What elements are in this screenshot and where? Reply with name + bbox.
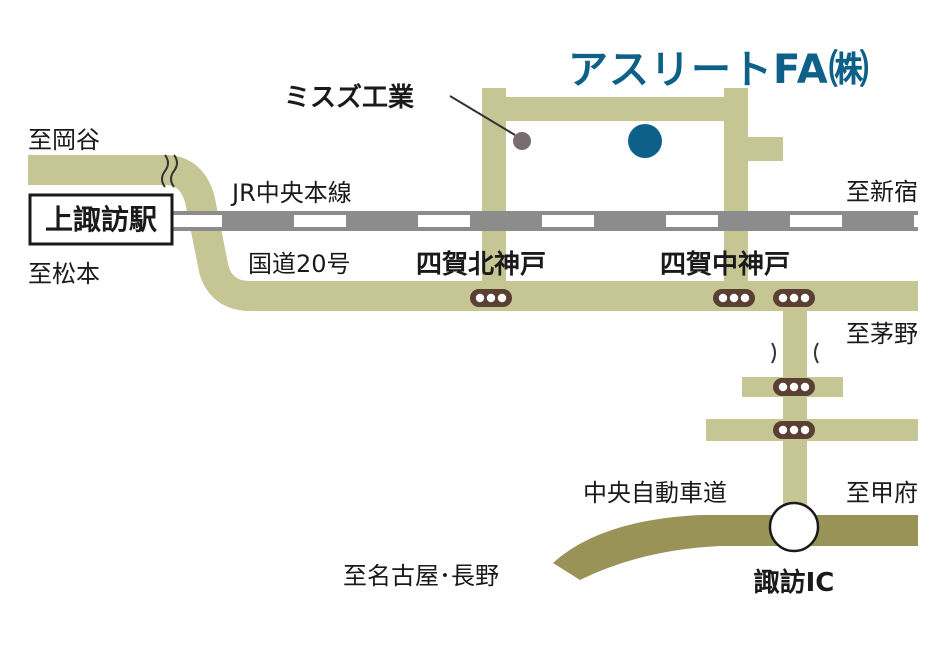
traffic-signal-icon xyxy=(773,378,815,396)
rail-dash xyxy=(666,215,718,227)
label-yoga-kitagoudo: 四賀北神戸 xyxy=(416,250,546,280)
road-south xyxy=(783,296,807,526)
traffic-signal-icon xyxy=(773,421,815,439)
road-stub xyxy=(745,137,783,161)
road-vertical-right xyxy=(724,88,748,298)
road-okaya-route20 xyxy=(28,155,918,311)
jr-rail-line xyxy=(168,211,918,231)
mizusu-leader-line xyxy=(449,95,516,136)
traffic-signal-icon xyxy=(470,289,512,307)
label-to-okaya: 至岡谷 xyxy=(28,126,100,154)
label-to-nagoya-nagano: 至名古屋･長野 xyxy=(343,562,499,590)
rail-dash xyxy=(542,215,594,227)
rail-dash xyxy=(170,215,222,227)
label-to-kofu: 至甲府 xyxy=(846,479,918,507)
label-to-chino: 至茅野 xyxy=(846,320,918,348)
label-route20: 国道20号 xyxy=(248,250,351,278)
label-jr-line: JR中央本線 xyxy=(230,179,352,207)
traffic-signals xyxy=(470,289,815,439)
expressway-chuo xyxy=(553,515,918,580)
station-label: 上諏訪駅 xyxy=(45,203,157,236)
label-expressway: 中央自動車道 xyxy=(583,479,727,507)
rail-dash xyxy=(294,215,346,227)
road-break-icon xyxy=(771,342,819,364)
road-top xyxy=(482,97,748,121)
label-to-shinjuku: 至新宿 xyxy=(846,178,918,206)
interchange-circle-icon xyxy=(768,501,820,553)
label-suwa-ic: 諏訪IC xyxy=(754,567,835,598)
road-break-icon xyxy=(161,154,178,188)
station-box: 上諏訪駅 xyxy=(28,193,174,246)
label-mizusu: ミスズ工業 xyxy=(284,82,414,113)
local-roads xyxy=(28,88,918,526)
company-title: アスリートFA㈱ xyxy=(568,47,870,93)
company-marker xyxy=(628,124,662,158)
rail-dash xyxy=(914,215,918,227)
traffic-signal-icon xyxy=(773,289,815,307)
label-yoga-nakagoudo: 四賀中神戸 xyxy=(660,250,790,280)
neighbor-marker xyxy=(513,132,531,150)
rail-dash xyxy=(790,215,842,227)
rail-dash xyxy=(418,215,470,227)
label-to-matsumoto: 至松本 xyxy=(28,260,100,288)
traffic-signal-icon xyxy=(713,289,755,307)
